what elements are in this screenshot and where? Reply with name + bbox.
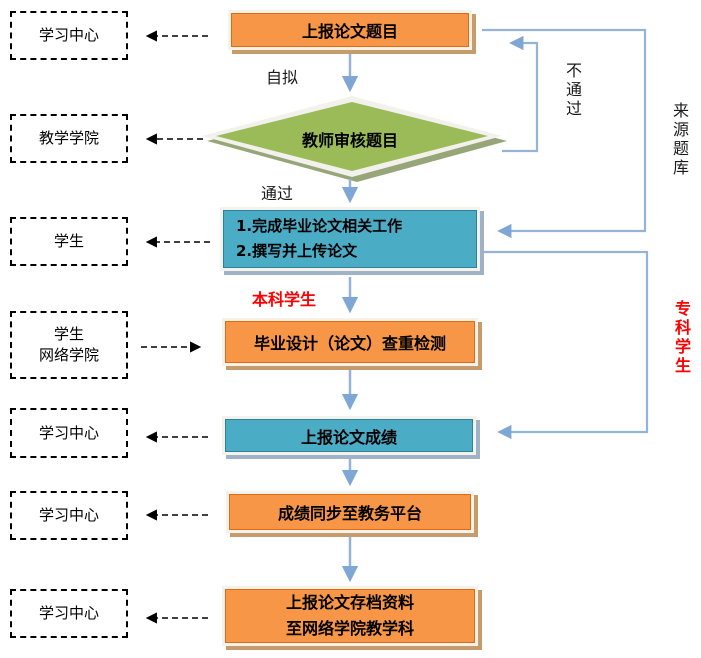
label-junior-college: 专科学生 xyxy=(672,300,691,376)
decision-diamond-shape xyxy=(202,96,507,182)
node-line: 2.撰写并上传论文 xyxy=(236,242,358,260)
node-label: 教师审核题目 xyxy=(301,131,398,150)
lane-student: 学生 xyxy=(10,217,128,266)
lane-label: 学习中心 xyxy=(38,423,99,442)
node-review-topic: 教师审核题目 xyxy=(280,127,420,151)
label-fail: 不通过 xyxy=(563,62,582,119)
lane-learning-center-archive: 学习中心 xyxy=(10,589,128,638)
label-pass: 通过 xyxy=(261,184,294,203)
label-topic-source: 来源题库 xyxy=(670,102,689,178)
label-self-draft: 自拟 xyxy=(266,68,299,87)
arrow-topic-source-line xyxy=(482,28,647,239)
node-archive: 上报论文存档资料 至网络学院教学科 xyxy=(222,586,478,646)
lane-label: 学生 xyxy=(53,232,84,250)
label-undergraduate: 本科学生 xyxy=(252,290,317,309)
node-report-score: 上报论文成绩 xyxy=(222,416,476,455)
node-label: 上报论文题目 xyxy=(301,22,398,41)
lane-learning-center-sync: 学习中心 xyxy=(10,491,128,540)
lane-label: 教学学院 xyxy=(38,129,99,147)
lane-teaching-college: 教学学院 xyxy=(10,114,128,163)
lane-label: 网络学院 xyxy=(38,346,99,364)
node-line: 1.完成毕业论文相关工作 xyxy=(236,217,403,235)
lane-learning-center-topic: 学习中心 xyxy=(10,11,128,60)
node-sync-score: 成绩同步至教务平台 xyxy=(226,491,474,533)
arrow-junior-college-line xyxy=(482,250,649,440)
node-label: 上报论文成绩 xyxy=(300,427,397,447)
lane-student-network-college: 学生 网络学院 xyxy=(10,311,128,379)
node-plagiarism-check: 毕业设计（论文）查重检测 xyxy=(222,318,478,366)
lane-label: 学生 xyxy=(53,325,84,343)
lane-label: 学习中心 xyxy=(38,26,99,44)
node-label: 毕业设计（论文）查重检测 xyxy=(253,334,446,353)
node-label: 成绩同步至教务平台 xyxy=(277,504,422,523)
node-line: 上报论文存档资料 xyxy=(285,593,414,612)
node-thesis-work: 1.完成毕业论文相关工作 2.撰写并上传论文 xyxy=(220,207,480,271)
node-line: 至网络学院教学科 xyxy=(285,619,414,638)
lane-label: 学习中心 xyxy=(38,604,99,622)
lane-learning-center-score: 学习中心 xyxy=(10,408,128,458)
arrow-fail-loop xyxy=(502,35,539,153)
lane-label: 学习中心 xyxy=(38,506,99,524)
node-report-topic: 上报论文题目 xyxy=(228,10,472,50)
